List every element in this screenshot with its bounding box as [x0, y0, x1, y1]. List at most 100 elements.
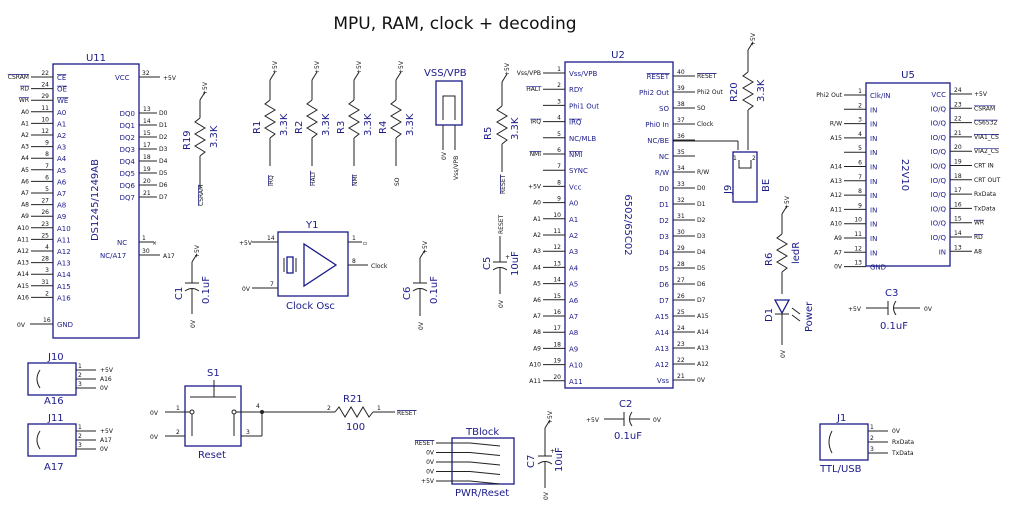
pin-name: DQ6	[120, 182, 136, 190]
pin-name: IRQ	[569, 119, 582, 127]
pin-number: 3	[45, 267, 49, 274]
net-label: A7	[533, 313, 541, 320]
net-label: D6	[159, 182, 168, 189]
net-label: IRQ	[530, 119, 541, 126]
pin-name: NC/MLB	[569, 135, 596, 143]
r19-ref: R19	[182, 130, 193, 150]
s1-pin2: 2	[176, 429, 180, 436]
vss-bottom-right: Vss/VPB	[453, 156, 460, 180]
net-label: +5V	[100, 367, 114, 374]
net-label: A12	[697, 361, 709, 368]
r19-top-net: +5V	[202, 81, 209, 95]
pin-name: A11	[569, 378, 583, 386]
y1-label: Clock Osc	[286, 301, 335, 312]
pin-name: A7	[57, 190, 66, 198]
u2-part: 6502/65C02	[622, 194, 633, 255]
j9-ref: J9	[723, 185, 734, 195]
pullup-value: 3.3K	[405, 113, 416, 136]
pin-name: A1	[569, 216, 578, 224]
net-label: TxData	[973, 205, 996, 212]
pin-name: IN	[870, 121, 877, 129]
r5-value: 3.3K	[510, 117, 521, 140]
net-label: D4	[159, 158, 168, 165]
net-label: A16	[100, 376, 112, 383]
pin-number: 20	[143, 178, 151, 185]
c3-left: +5V	[848, 306, 862, 313]
pin-name: A6	[569, 297, 579, 305]
header-pin-1: 1+5V	[76, 363, 114, 374]
net-label: A13	[17, 260, 29, 267]
u11-gnd-name: GND	[57, 321, 73, 329]
c6-capacitor: +5V C6 0.1uF 0V	[402, 240, 440, 330]
d1-led: D1 Power 0V	[764, 299, 815, 358]
net-label: D1	[697, 201, 706, 208]
c6-bottom: 0V	[418, 321, 425, 330]
pullup-net: NMI	[352, 174, 359, 186]
pin-name: A5	[57, 167, 66, 175]
d1-bottom: 0V	[780, 349, 787, 358]
net-label: Phi2 Out	[816, 92, 842, 99]
r5-top-net: +5V	[504, 62, 511, 76]
net-label: A7	[834, 249, 842, 256]
net-label: 0V	[426, 469, 435, 476]
pin-number: 4	[858, 131, 862, 138]
pin-number: 10	[41, 116, 49, 123]
c1-value: 0.1uF	[201, 276, 212, 304]
pin-name: IN	[870, 106, 877, 114]
net-label: R/W	[830, 121, 842, 128]
j9-pin1: 1	[733, 155, 737, 162]
c7-plus: +	[550, 448, 555, 455]
j1-label: TTL/USB	[819, 464, 862, 475]
pin-name: A3	[57, 144, 66, 152]
vss-vpb-jumper: VSS/VPB 0V Vss/VPB	[424, 68, 467, 180]
net-label: A0	[533, 200, 541, 207]
pin-number: 21	[954, 130, 962, 137]
net-label: A11	[830, 206, 842, 213]
u2-pin-5: 5NC/MLB	[543, 131, 596, 143]
pin-number: 12	[41, 128, 49, 135]
pin-number: 16	[954, 201, 962, 208]
pin-number: 3	[78, 442, 82, 449]
pin-number: 29	[41, 93, 49, 100]
pin-number: 25	[41, 232, 49, 239]
net-label: A1	[533, 216, 541, 223]
pin-name: A0	[569, 200, 578, 208]
net-label: NMI	[530, 151, 542, 158]
y1-ref: Y1	[305, 220, 318, 231]
pin-number: 7	[858, 174, 862, 181]
pin-name: Phi1 Out	[569, 102, 599, 110]
pin-number: 32	[677, 197, 685, 204]
y1-pin14: 14	[267, 235, 275, 242]
pin-name: IO/Q	[931, 220, 947, 228]
net-label: WR	[19, 97, 29, 104]
net-label: Vss/VPB	[517, 70, 541, 77]
c5-plus: +	[505, 254, 510, 261]
pin-name: A10	[57, 225, 71, 233]
net-label: TxData	[891, 450, 914, 457]
r19-bottom-net: CSRAM	[198, 185, 205, 206]
y1-out-net: Clock	[371, 263, 388, 270]
pullup-ref: R3	[336, 121, 347, 134]
